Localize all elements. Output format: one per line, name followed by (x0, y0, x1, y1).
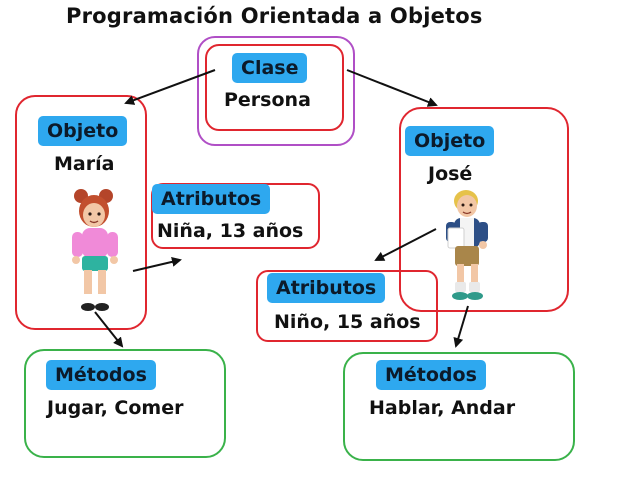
object-jose-tag: Objeto (405, 126, 495, 156)
attributes-jose-tag: Atributos (267, 273, 386, 303)
attributes-jose-value: Niño, 15 años (274, 311, 421, 333)
diagram-title: Programación Orientada a Objetos (66, 4, 483, 28)
methods-jose-value: Hablar, Andar (369, 397, 516, 419)
arrow-class-to-jose (346, 69, 438, 107)
methods-jose-tag: Métodos (376, 360, 486, 390)
object-jose-name: José (428, 163, 473, 185)
methods-maria-value: Jugar, Comer (47, 397, 184, 419)
object-maria-name: María (54, 153, 115, 175)
girl-figure-icon (72, 189, 118, 311)
attributes-maria-tag: Atributos (152, 184, 271, 214)
class-name: Persona (224, 89, 311, 111)
arrow-jose-to-methods (453, 305, 469, 348)
methods-jose-box (343, 352, 575, 461)
methods-maria-box (24, 349, 226, 458)
arrow-jose-to-attributes (374, 228, 437, 261)
class-outer-box (197, 36, 355, 146)
class-inner-box (205, 44, 344, 131)
attributes-jose-box (256, 270, 438, 342)
arrow-class-to-maria (124, 69, 216, 105)
object-jose-box (399, 107, 569, 312)
attributes-maria-value: Niña, 13 años (157, 220, 304, 242)
class-tag: Clase (232, 53, 308, 83)
boy-figure-icon (446, 190, 488, 300)
object-maria-tag: Objeto (38, 116, 128, 146)
object-maria-box (15, 95, 147, 330)
arrow-maria-to-attributes (132, 256, 182, 272)
arrow-maria-to-methods (94, 311, 124, 348)
methods-maria-tag: Métodos (46, 360, 156, 390)
